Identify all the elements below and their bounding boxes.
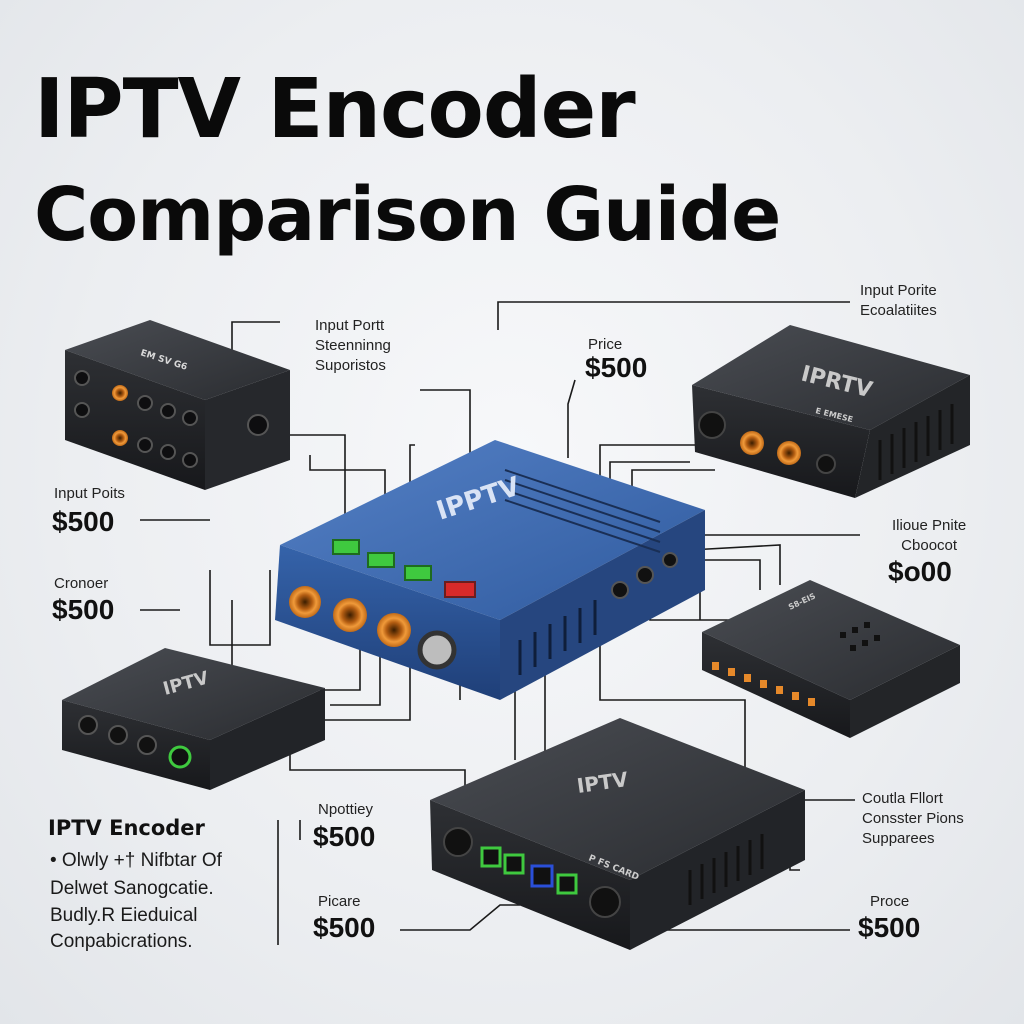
callout-left-upper-price: $500 [52, 506, 115, 537]
description-line: Conpabicrations. [50, 931, 193, 952]
bottom-device: IPTV P FS CARD [430, 718, 805, 950]
description-line: Budly.R Eieduical [50, 905, 198, 926]
callout-bottom-right-lower-price: $500 [858, 912, 921, 943]
callout-top-right: Input Porite Ecoalatiites [860, 281, 937, 321]
callout-line: Supparees [862, 830, 935, 847]
callout-price-value: $500 [585, 352, 648, 383]
callout-right-middle: Ilioue Pnite Cboocot [892, 516, 966, 556]
callout-bottom-center-lower-label: Picare [318, 893, 361, 910]
top-right-device: IPRTV E EMESE [692, 325, 970, 498]
callout-line: Coutla Fllort [862, 790, 943, 807]
callout-line: Suporistos [315, 357, 386, 374]
callout-line: Input Porite [860, 282, 937, 299]
description-title: IPTV Encoder [48, 816, 205, 840]
callout-line: Consster Pions [862, 810, 964, 827]
center-encoder-device: IPPTV [275, 440, 705, 700]
top-left-ports [74, 370, 269, 468]
left-bottom-device: IPTV [62, 648, 325, 790]
right-middle-device: S8-EIS [702, 580, 960, 738]
title-line-2: Comparison Guide [34, 172, 781, 258]
callout-bottom-center-upper-price: $500 [313, 821, 376, 852]
callout-line: Ecoalatiites [860, 302, 937, 319]
callout-price-label: Price [588, 336, 623, 353]
callout-left-lower-price: $500 [52, 594, 115, 625]
callout-bottom-center-lower-price: $500 [313, 912, 376, 943]
callout-bottom-right-upper: Coutla Fllort Consster Pions Supparees [862, 789, 964, 849]
callout-left-lower-label: Cronoer [54, 575, 109, 592]
callout-left-upper-label: Input Poits [54, 485, 125, 502]
callout-bottom-center-upper-label: Npottiey [318, 801, 374, 818]
callout-bottom-right-lower-label: Proce [870, 893, 910, 910]
center-ports [289, 552, 678, 670]
title-line-1: IPTV Encoder [34, 62, 636, 157]
callout-line: Input Portt [315, 317, 385, 334]
callout-input-ports: Input Portt Steenninng Suporistos [315, 316, 391, 376]
description-line: • Olwly +† Nifbtar Of [50, 850, 222, 871]
callout-right-middle-price: $o00 [888, 556, 952, 587]
center-leds [332, 539, 476, 598]
callout-line: Ilioue Pnite [892, 517, 967, 534]
callout-line: Steenninng [315, 337, 391, 354]
callout-line: Cboocot [901, 537, 958, 554]
description-line: Delwet Sanogcatie. [50, 878, 214, 899]
top-left-device: EM SV G6 [65, 320, 290, 490]
